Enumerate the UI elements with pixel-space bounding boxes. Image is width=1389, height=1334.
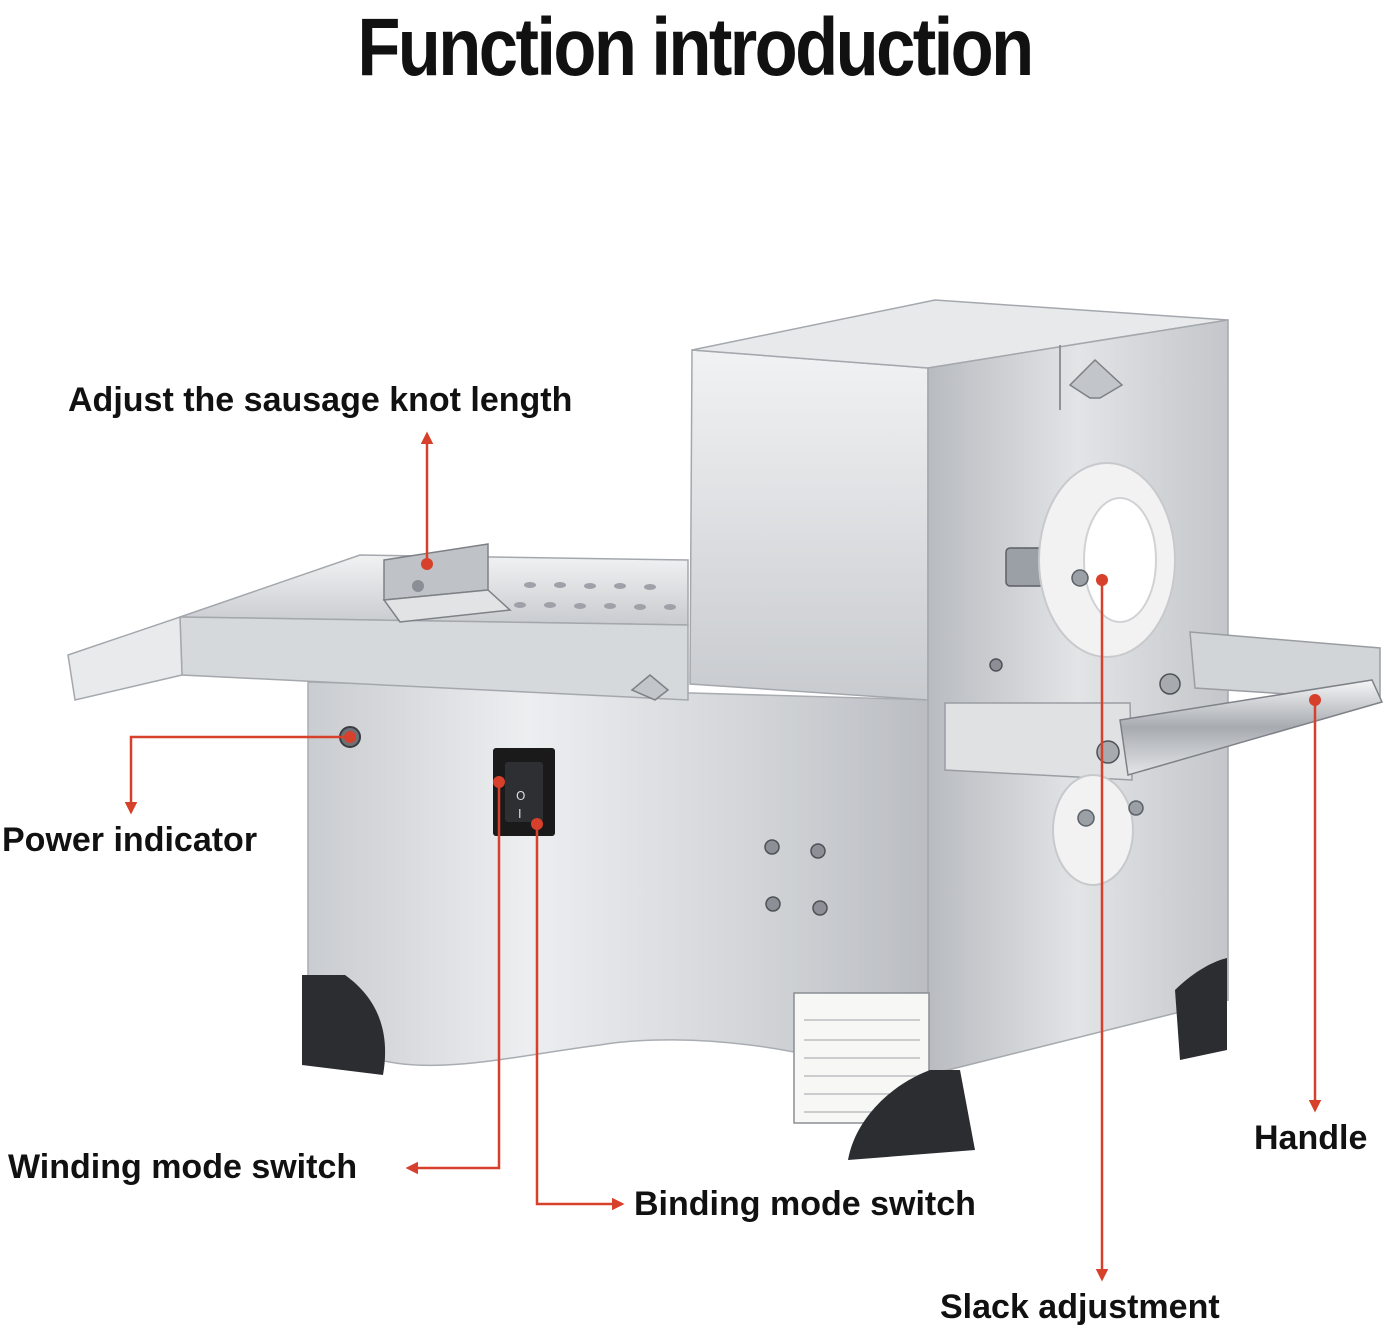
page-title: Function introduction [357,2,1034,93]
label-winding-mode-switch: Winding mode switch [8,1148,358,1186]
leader-lines [124,431,1322,1282]
label-knot-length: Adjust the sausage knot length [68,381,573,419]
svg-text:O: O [516,789,525,803]
leader-winding-switch [405,782,501,1175]
label-handle: Handle [1254,1119,1368,1157]
leader-binding-switch [535,824,625,1211]
label-binding-mode-switch: Binding mode switch [634,1185,976,1223]
front-screws [764,658,1003,916]
leader-dots [344,558,1321,830]
rocker-switch: O I [493,748,555,836]
label-slack-adjustment: Slack adjustment [940,1288,1220,1326]
lower-roller [1052,774,1144,886]
tray [67,543,689,701]
svg-text:I: I [518,807,522,821]
label-power-indicator: Power indicator [2,821,258,859]
machine-feet [302,958,1227,1160]
leader-power-indicator [124,735,350,815]
